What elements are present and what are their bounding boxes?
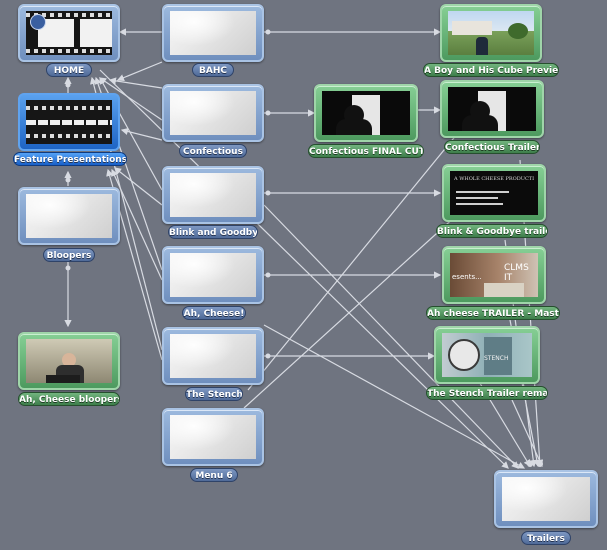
blink-trailer-title-text: A WHOLE CHEESE PRODUCTION [454,176,534,182]
home-label: HOME [46,63,92,77]
confectious-final-cut-label: Confectious FINAL CUT [308,144,424,158]
menu-6-thumbnail[interactable] [162,408,264,466]
confectious-label: Confectious [179,144,247,158]
feature-presentations-label: Feature Presentations [13,152,127,166]
ah-cheese-bloopers-label: Ah, Cheese bloopers [18,392,120,406]
the-stench-label: The Stench [185,387,243,401]
ah-cheese-label: Ah, Cheese! [182,306,246,320]
confectious-final-cut-thumbnail[interactable] [314,84,418,142]
boy-cube-preview-thumbnail[interactable] [440,4,542,62]
blink-goodbye-trailer-thumbnail[interactable]: A WHOLE CHEESE PRODUCTION [442,164,546,222]
boy-cube-preview-label: A Boy and His Cube Preview [423,63,559,77]
feature-presentations-thumbnail[interactable] [18,93,120,151]
stench-trailer-sign-text: STENCH [484,355,509,362]
confectious-trailer-label: Confectious Trailer [444,140,540,154]
confectious-thumbnail[interactable] [162,84,264,142]
stench-trailer-remake-thumbnail[interactable]: STENCH [434,326,540,384]
ah-cheese-trailer-thumbnail[interactable]: esents... CLMS IT [442,246,546,304]
home-thumbnail[interactable] [18,4,120,62]
blink-and-goodbye-thumbnail[interactable] [162,166,264,224]
confectious-trailer-thumbnail[interactable] [440,80,544,138]
bahc-label: BAHC [192,63,234,77]
bloopers-label: Bloopers [43,248,95,262]
blink-and-goodbye-label: Blink and Goodbye [168,225,258,239]
trailers-thumbnail[interactable] [494,470,598,528]
trailers-label: Trailers [521,531,571,545]
dvd-disc-icon [30,14,46,30]
cheese-trailer-overlay-text: CLMS IT [504,263,529,283]
bloopers-thumbnail[interactable] [18,187,120,245]
cheese-trailer-sub-text: esents... [452,273,482,281]
stench-trailer-remake-label: The Stench Trailer remake [426,386,548,400]
bahc-thumbnail[interactable] [162,4,264,62]
menu-6-label: Menu 6 [190,468,238,482]
ah-cheese-thumbnail[interactable] [162,246,264,304]
ah-cheese-trailer-label: Ah cheese TRAILER - Mast... [426,306,560,320]
blink-goodbye-trailer-label: Blink & Goodbye trailer [436,224,548,238]
the-stench-thumbnail[interactable] [162,327,264,385]
ah-cheese-bloopers-thumbnail[interactable] [18,332,120,390]
